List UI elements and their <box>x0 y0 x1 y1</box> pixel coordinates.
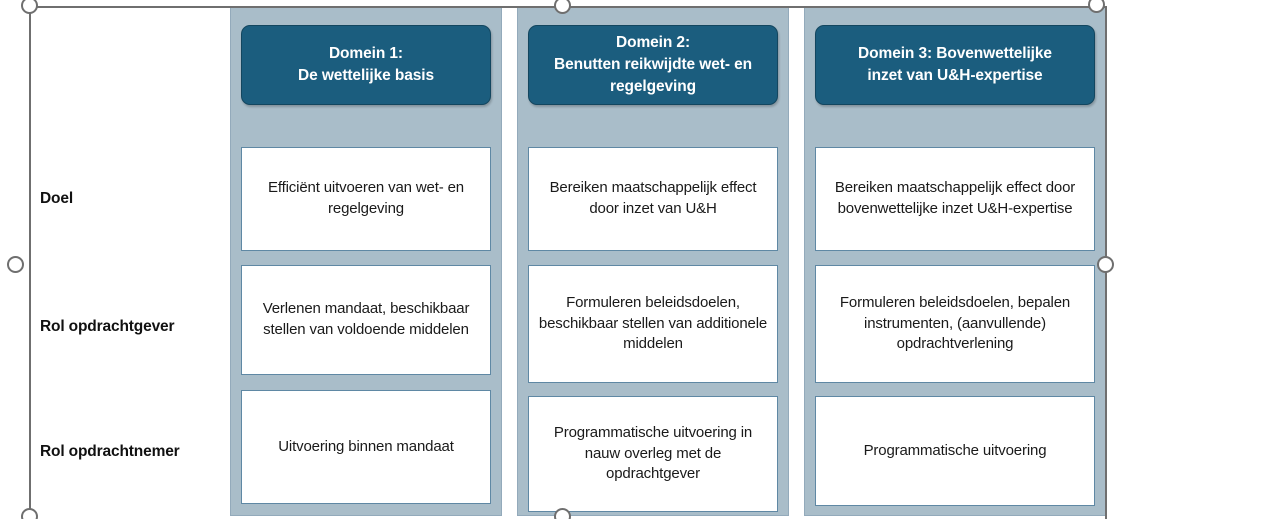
domain-column-1[interactable]: Domein 1: De wettelijke basis Efficiënt … <box>230 6 502 516</box>
domain-1-doel-cell[interactable]: Efficiënt uitvoeren van wet- en regelgev… <box>241 147 491 251</box>
domain-3-header[interactable]: Domein 3: Bovenwettelijke inzet van U&H-… <box>815 25 1095 105</box>
domain-2-rol-opdrachtnemer-cell[interactable]: Programmatische uitvoering in nauw overl… <box>528 396 778 512</box>
domain-1-rol-opdrachtgever-cell[interactable]: Verlenen mandaat, beschikbaar stellen va… <box>241 265 491 375</box>
domain-1-header-line1: Domein 1: <box>328 45 403 62</box>
row-label-doel: Doel <box>40 190 73 207</box>
domain-column-2[interactable]: Domein 2: Benutten reikwijdte wet- en re… <box>517 6 789 516</box>
domain-2-header-line1: Domein 2: <box>615 34 691 51</box>
row-label-rol-opdrachtgever: Rol opdrachtgever <box>40 318 175 335</box>
domain-1-header[interactable]: Domein 1: De wettelijke basis <box>241 25 491 105</box>
domain-3-header-line1: Domein 3: Bovenwettelijke <box>858 45 1052 62</box>
handle-middle-right[interactable] <box>1097 256 1114 273</box>
handle-middle-left[interactable] <box>7 256 24 273</box>
domains-matrix-diagram[interactable]: Doel Rol opdrachtgever Rol opdrachtnemer… <box>30 6 1106 516</box>
handle-bottom-center[interactable] <box>554 508 571 519</box>
domain-column-3[interactable]: Domein 3: Bovenwettelijke inzet van U&H-… <box>804 6 1106 516</box>
handle-top-center[interactable] <box>554 0 571 14</box>
handle-bottom-left[interactable] <box>21 508 38 519</box>
domain-1-header-line2: De wettelijke basis <box>298 67 434 84</box>
domain-3-doel-cell[interactable]: Bereiken maatschappelijk effect door bov… <box>815 147 1095 251</box>
domain-2-rol-opdrachtgever-cell[interactable]: Formuleren beleidsdoelen, beschikbaar st… <box>528 265 778 383</box>
handle-top-left[interactable] <box>21 0 38 14</box>
domain-columns: Domein 1: De wettelijke basis Efficiënt … <box>230 6 1106 516</box>
row-label-column: Doel Rol opdrachtgever Rol opdrachtnemer <box>30 6 230 516</box>
handle-top-right[interactable] <box>1088 0 1105 13</box>
row-label-rol-opdrachtnemer: Rol opdrachtnemer <box>40 443 180 460</box>
domain-2-header[interactable]: Domein 2: Benutten reikwijdte wet- en re… <box>528 25 778 105</box>
domain-3-header-line2: inzet van U&H-expertise <box>867 67 1043 84</box>
domain-3-rol-opdrachtnemer-cell[interactable]: Programmatische uitvoering <box>815 396 1095 506</box>
domain-3-rol-opdrachtgever-cell[interactable]: Formuleren beleidsdoelen, bepalen instru… <box>815 265 1095 383</box>
domain-2-doel-cell[interactable]: Bereiken maatschappelijk effect door inz… <box>528 147 778 251</box>
domain-2-header-line2: Benutten reikwijdte wet- en regelgeving <box>554 56 752 95</box>
selection-frame-left[interactable] <box>29 8 31 519</box>
domain-1-rol-opdrachtnemer-cell[interactable]: Uitvoering binnen mandaat <box>241 390 491 504</box>
